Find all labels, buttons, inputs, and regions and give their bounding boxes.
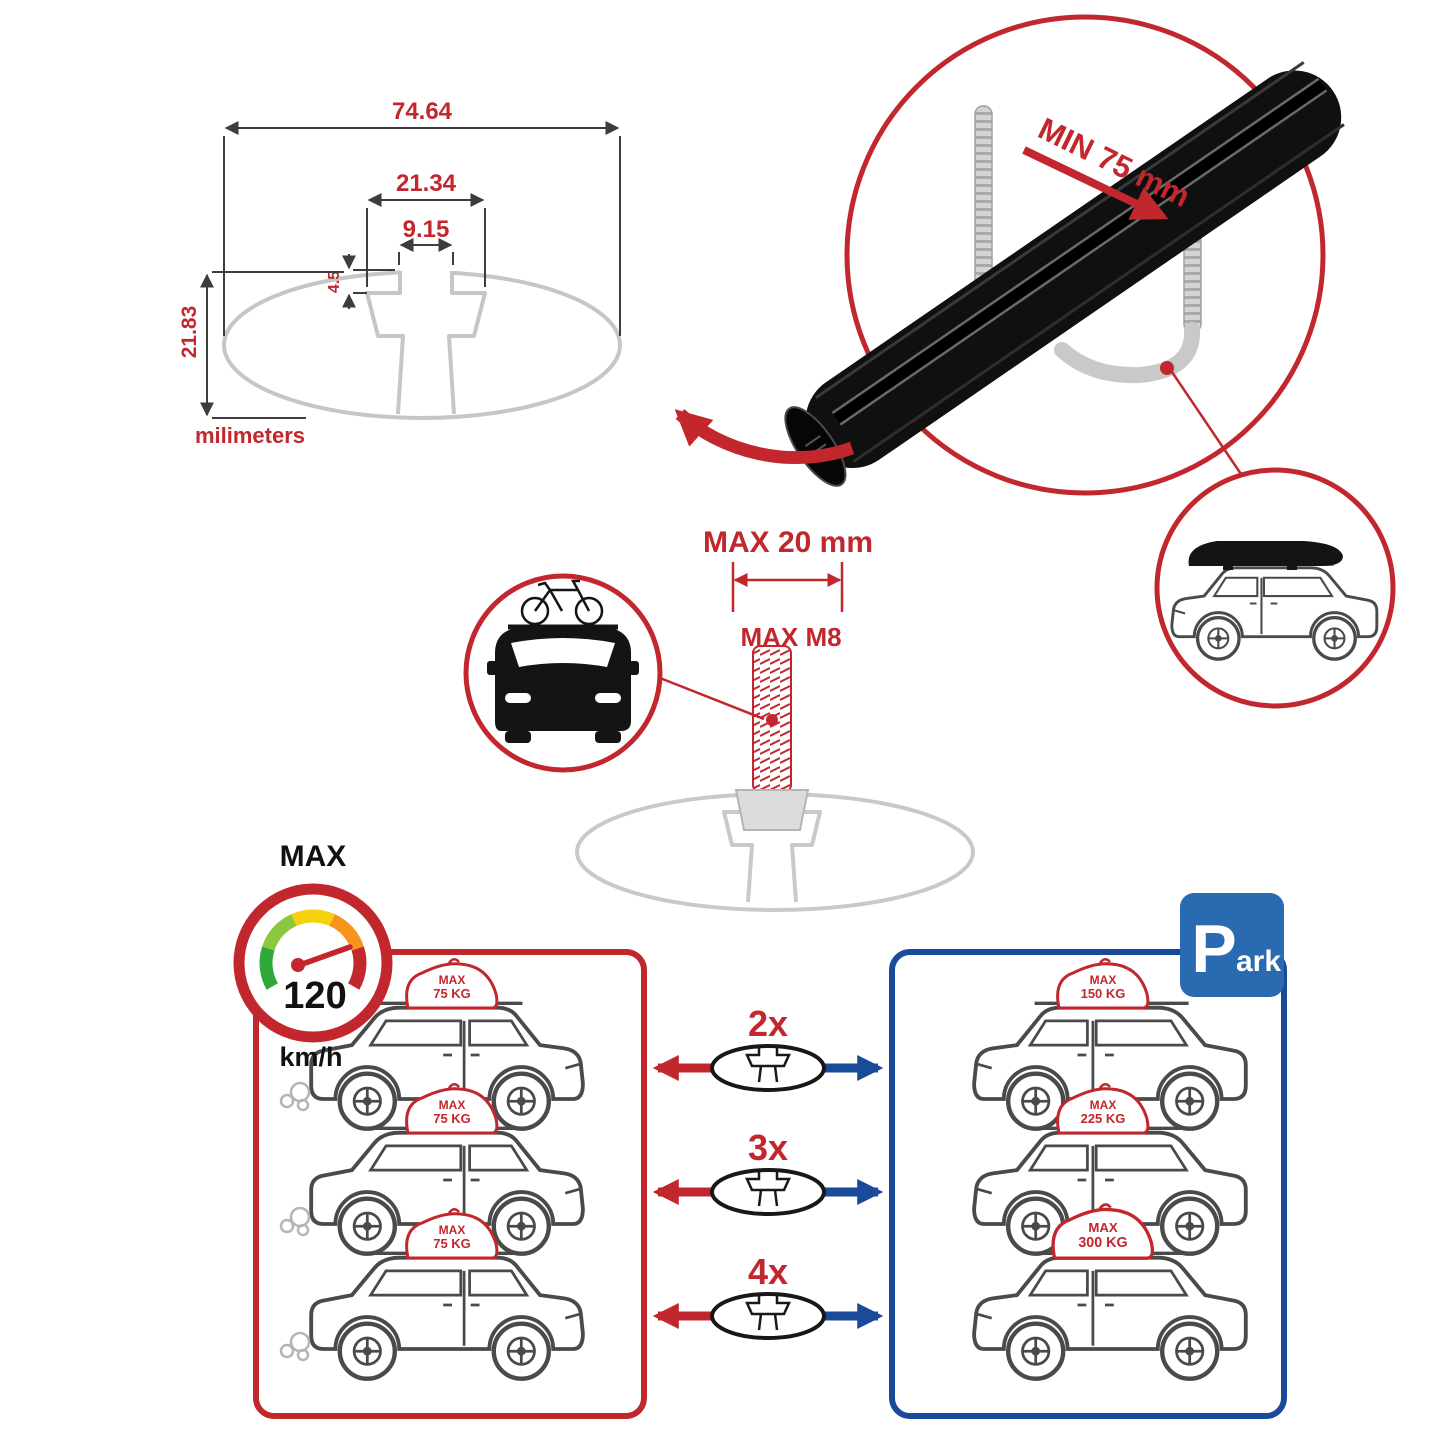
crossbar-endview-icon xyxy=(710,1292,826,1340)
multiplier-row-2: 3x xyxy=(652,1127,884,1216)
roofbox-mount xyxy=(1223,565,1233,570)
park-sign: P ark xyxy=(1180,893,1284,997)
bike-icon xyxy=(520,579,604,626)
roofbox-use-case xyxy=(1154,467,1396,709)
cargo-badge: MAX 300 KG xyxy=(1051,1202,1155,1260)
gauge-needle-pivot xyxy=(291,958,305,972)
gauge-max-label: MAX xyxy=(280,840,347,873)
roofbox-icon xyxy=(1188,541,1343,566)
multiplier-row-3: 4x xyxy=(652,1251,884,1340)
bolt-max-length-label: MAX 20 mm xyxy=(703,526,873,559)
profile-channel-left xyxy=(365,271,405,415)
crossbar-endview-icon xyxy=(710,1044,826,1092)
cargo-max-label: MAX xyxy=(1088,1220,1118,1235)
cargo-weight-label: 225 KG xyxy=(1081,1111,1126,1126)
gauge-unit: km/h xyxy=(279,1042,342,1072)
cargo-max-label: MAX xyxy=(439,973,466,987)
dim-total-width: 74.64 xyxy=(392,98,453,125)
car-front-icon xyxy=(487,627,639,743)
dim-lip-depth: 4.5 xyxy=(326,271,343,293)
cargo-max-label: MAX xyxy=(439,1098,466,1112)
cargo-badge: MAX 75 KG xyxy=(405,1082,499,1135)
multiplier-row-1: 2x xyxy=(652,1003,884,1092)
park-sign-letter: P xyxy=(1191,911,1236,987)
left-panel-cars: MAX 75 KG MAX 75 KG MAX 75 KG xyxy=(279,957,583,1378)
crossbar-endview-icon xyxy=(710,1168,826,1216)
cargo-weight-label: 300 KG xyxy=(1078,1235,1127,1251)
cargo-badge: MAX 225 KG xyxy=(1056,1082,1150,1135)
cargo-weight-label: 75 KG xyxy=(433,1236,471,1251)
profile-slot-gap xyxy=(400,266,452,276)
dim-total-height: 21.83 xyxy=(178,306,201,359)
crossbar-closeup: MIN 75 mm xyxy=(674,14,1345,496)
mount-point-dot xyxy=(1160,361,1174,375)
cargo-max-label: MAX xyxy=(1090,1098,1117,1112)
park-sign-rest: ark xyxy=(1236,945,1281,978)
multiplier-label: 4x xyxy=(748,1251,788,1292)
cargo-weight-label: 75 KG xyxy=(433,1111,471,1126)
bolt-head-icon xyxy=(734,789,810,831)
gauge-needle xyxy=(294,944,353,969)
speed-limit-gauge: MAX 120 km/h xyxy=(233,840,393,1072)
cargo-max-label: MAX xyxy=(439,1223,466,1237)
park-sign-board xyxy=(1180,893,1284,997)
bolt-spec-section: MAX 20 mm MAX M8 xyxy=(463,526,975,912)
crossbar-3d xyxy=(784,61,1345,487)
thread-point-dot xyxy=(766,714,778,726)
cargo-max-label: MAX xyxy=(1090,973,1117,987)
cargo-badge: MAX 75 KG xyxy=(405,1207,499,1260)
cargo-weight-label: 150 KG xyxy=(1081,986,1126,1001)
leader-to-roofbox xyxy=(1170,371,1247,481)
leader-bike-to-bolt xyxy=(659,676,765,721)
cross-section-diagram: 74.64 21.34 9.15 4.5 21.83 milimeters xyxy=(178,98,622,448)
crossbar-profile-outline xyxy=(222,270,622,420)
unit-label: milimeters xyxy=(195,423,305,448)
min-grip-arrow xyxy=(1022,146,1169,220)
multiplier-label: 3x xyxy=(748,1127,788,1168)
cargo-badge: MAX 150 KG xyxy=(1056,957,1150,1010)
profile-channel-right xyxy=(447,271,487,415)
cargo-badge: MAX 75 KG xyxy=(405,957,499,1010)
bike-use-case xyxy=(463,573,663,773)
dim-channel-width: 21.34 xyxy=(396,170,457,197)
dim-slot-width: 9.15 xyxy=(403,216,450,243)
roofbox-mount xyxy=(1287,565,1297,570)
cargo-weight-label: 75 KG xyxy=(433,986,471,1001)
right-panel-cars: MAX 150 KG MAX 225 KG MAX 300 KG xyxy=(974,957,1246,1378)
gauge-value: 120 xyxy=(283,975,346,1017)
arrow-to-cross-section xyxy=(674,409,855,465)
multiplier-label: 2x xyxy=(748,1003,788,1044)
gauge-arc xyxy=(259,909,367,990)
